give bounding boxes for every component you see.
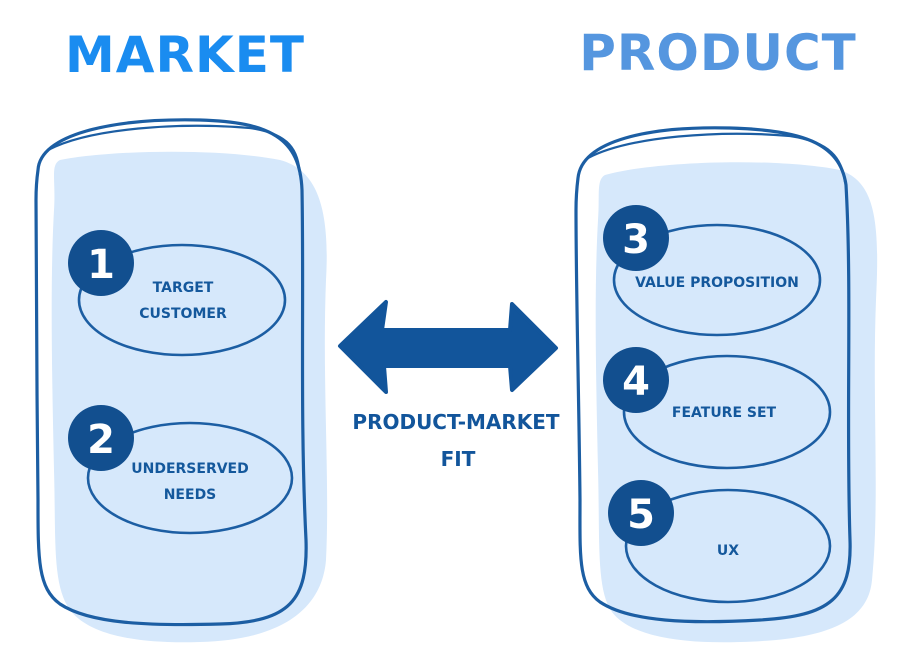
number-label: 2 [87, 417, 115, 463]
market-title: MARKET [65, 26, 305, 84]
product-panel-outline [574, 126, 852, 624]
number-label: 4 [622, 359, 650, 405]
fit-label-line2: FIT [441, 447, 476, 471]
market-panel-outline [34, 118, 308, 627]
market-panel-outline-sketch [46, 124, 302, 177]
market-panel: 1 TARGET CUSTOMER 2 UNDERSERVED NEEDS [34, 118, 328, 643]
number-badge [603, 205, 669, 271]
number-badge [68, 405, 134, 471]
product-title: PRODUCT [579, 24, 857, 82]
market-item-underserved-needs: 2 UNDERSERVED NEEDS [68, 405, 294, 535]
item-ellipse [86, 421, 294, 535]
item-label: VALUE PROPOSITION [635, 275, 799, 291]
number-badge [68, 230, 134, 296]
number-badge [608, 480, 674, 546]
item-ellipse [622, 354, 832, 470]
number-label: 3 [622, 217, 650, 263]
number-label: 1 [87, 242, 115, 288]
product-item-ux: 5 UX [608, 480, 832, 604]
item-label-line1: TARGET [153, 280, 214, 296]
number-label: 5 [627, 492, 655, 538]
product-panel-outline-sketch [586, 132, 847, 184]
item-ellipse [624, 488, 832, 604]
market-panel-fill [51, 151, 328, 643]
double-arrow-icon [338, 300, 558, 394]
item-label: UX [717, 543, 739, 559]
product-item-feature-set: 4 FEATURE SET [603, 347, 832, 470]
item-label-line2: NEEDS [164, 487, 217, 503]
product-item-value-proposition: 3 VALUE PROPOSITION [603, 205, 822, 337]
item-label-line1: UNDERSERVED [131, 461, 249, 477]
market-item-target-customer: 1 TARGET CUSTOMER [68, 230, 287, 357]
number-badge [603, 347, 669, 413]
product-panel: 3 VALUE PROPOSITION 4 FEATURE SET 5 UX [574, 126, 878, 643]
item-label-line2: CUSTOMER [139, 306, 227, 322]
item-label: FEATURE SET [672, 405, 777, 421]
fit-label-line1: PRODUCT-MARKET [352, 410, 560, 434]
